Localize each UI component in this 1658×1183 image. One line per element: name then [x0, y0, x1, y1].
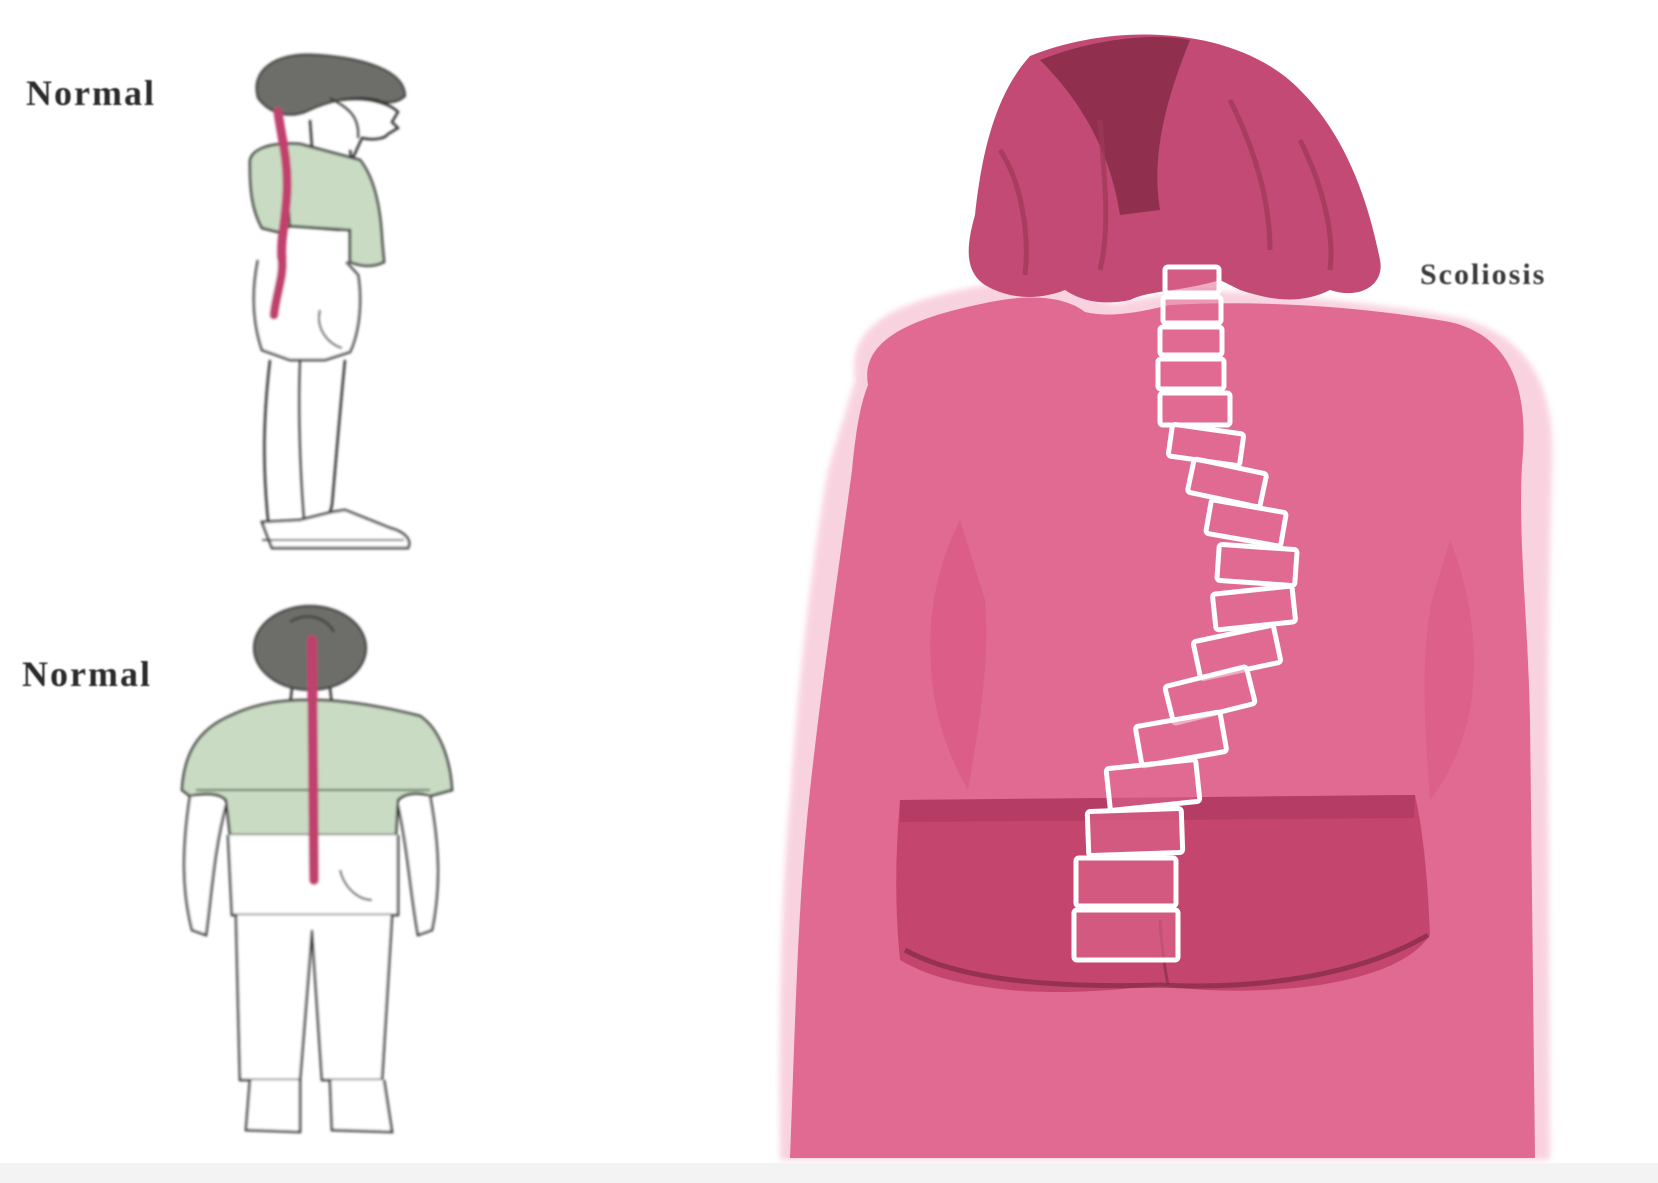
curved-spine	[1071, 264, 1300, 963]
normal-back-label: Normal	[22, 654, 152, 694]
scoliosis-label: Scoliosis	[1420, 258, 1547, 291]
bottom-border	[0, 1163, 1658, 1183]
normal-side-label: Normal	[26, 73, 156, 113]
person-side-view-icon	[248, 53, 411, 550]
scoliosis-torso-icon	[779, 34, 1553, 1160]
person-back-view-icon	[180, 605, 454, 1134]
